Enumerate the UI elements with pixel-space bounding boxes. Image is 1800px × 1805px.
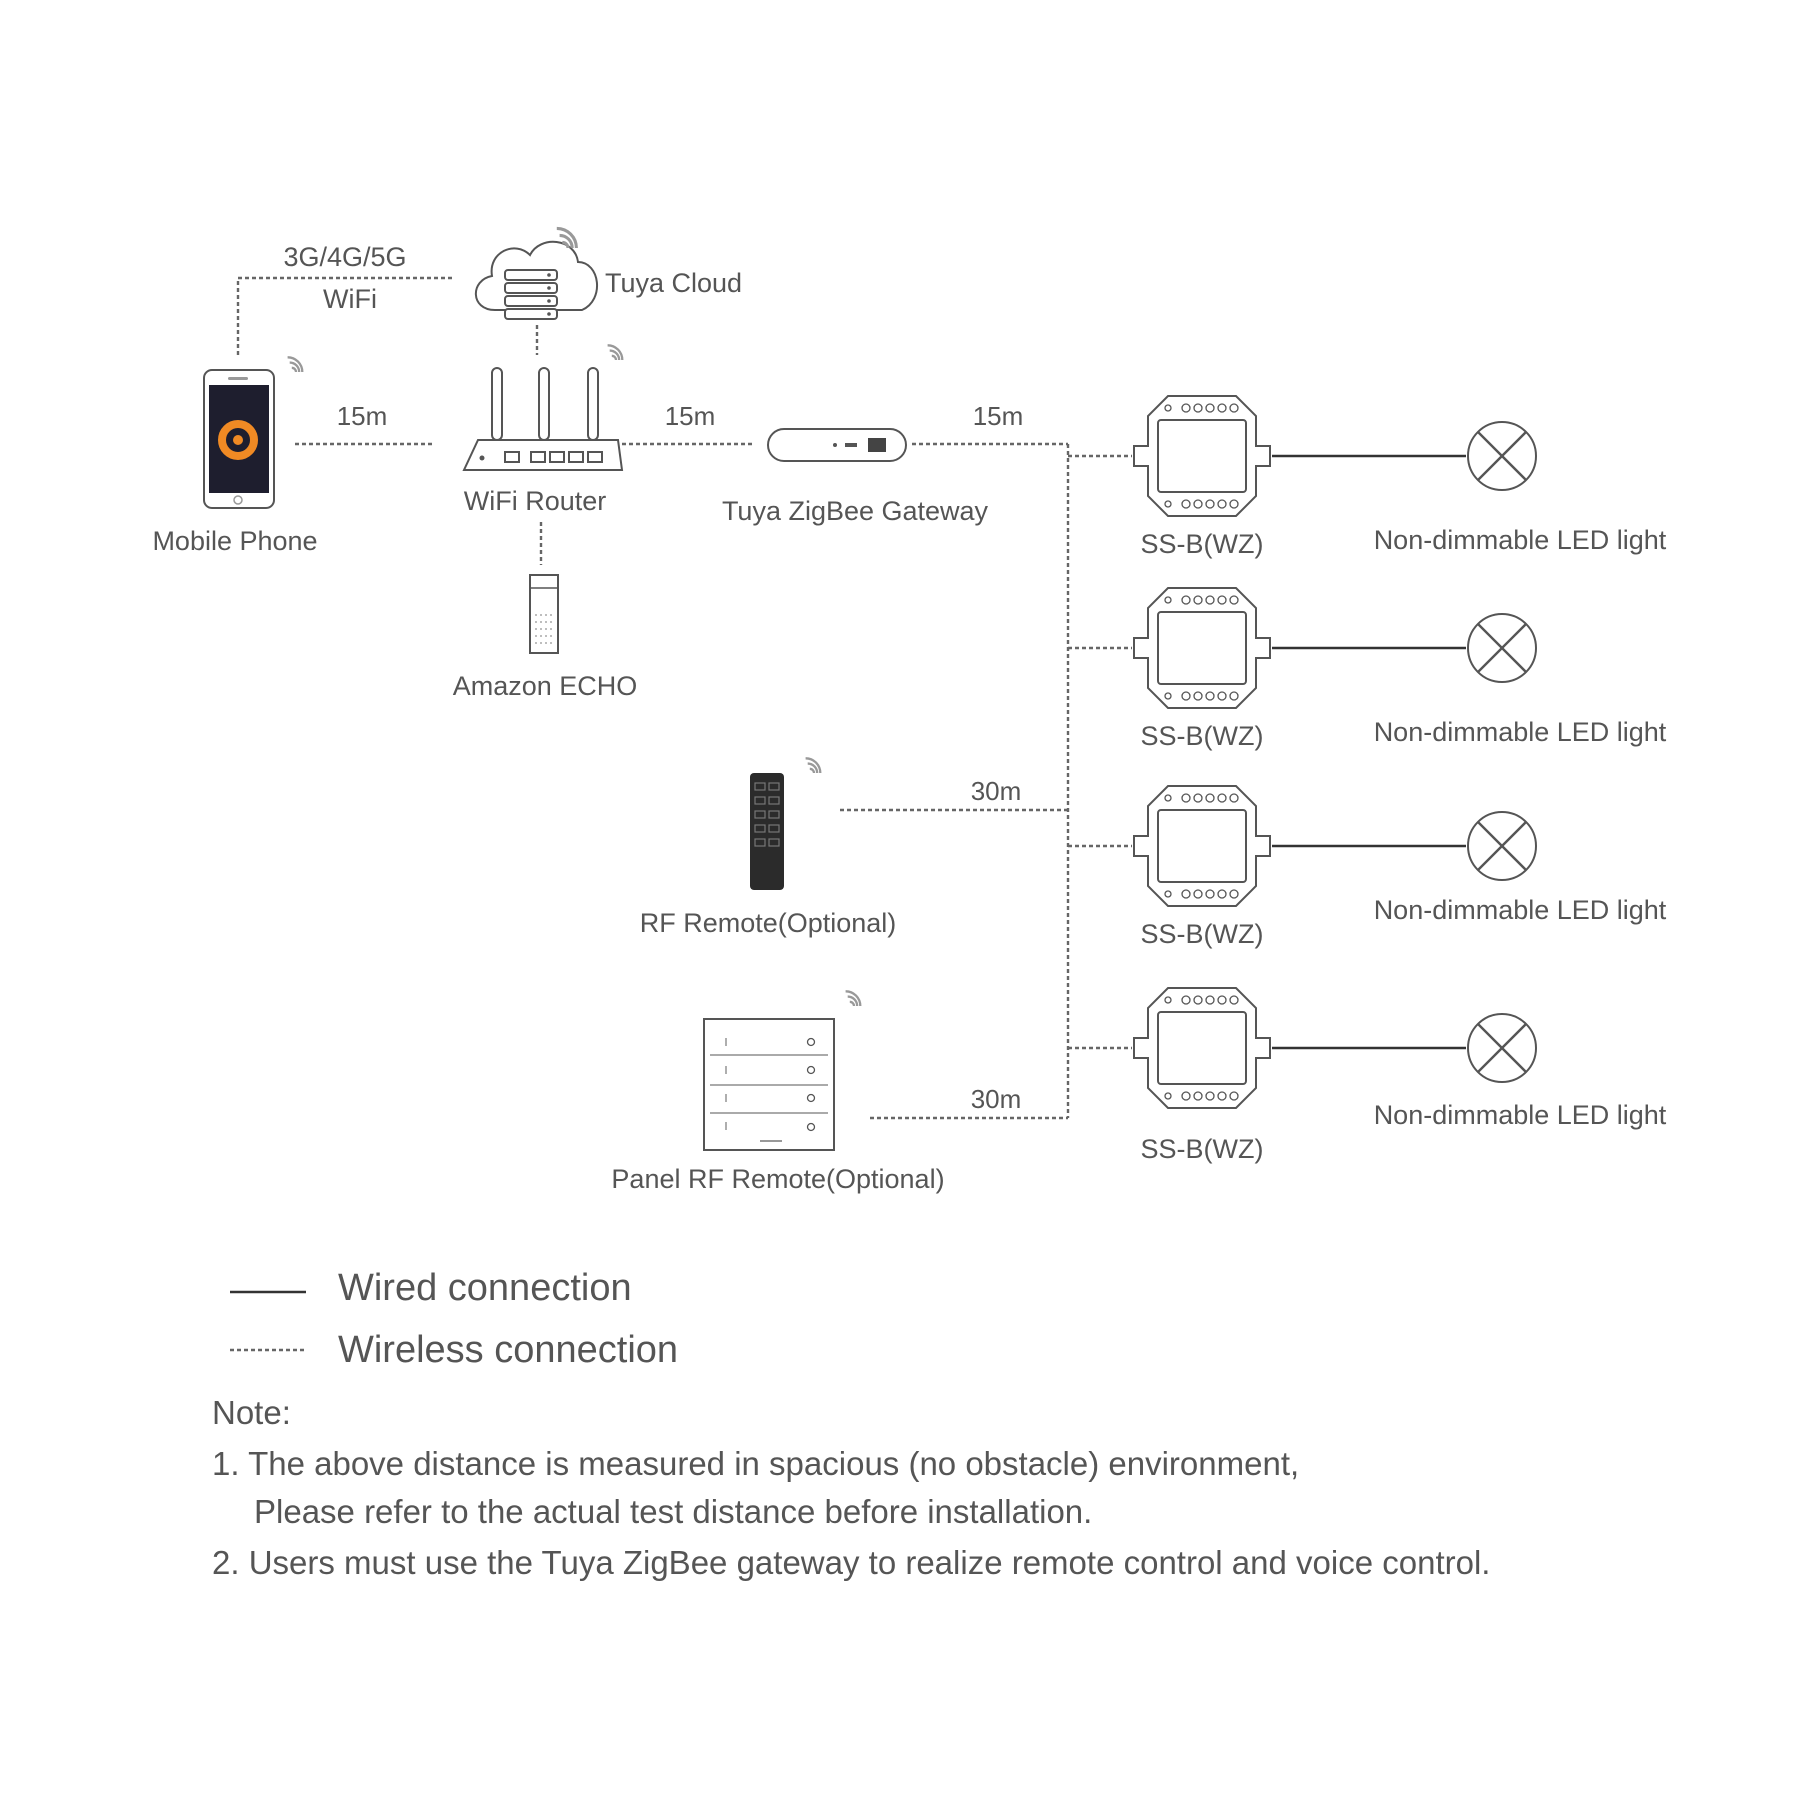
notes: Note: 1. The above distance is measured … (212, 1394, 1490, 1581)
panel-rf-remote: Panel RF Remote(Optional) (611, 990, 945, 1194)
module-label: SS-B(WZ) (1141, 721, 1264, 751)
zigbee-gateway: Tuya ZigBee Gateway (722, 428, 989, 526)
phone-label: Mobile Phone (152, 526, 317, 556)
phone-signal-icon (287, 356, 304, 373)
distance-phone-router: 15m (337, 401, 388, 431)
cloud-label: Tuya Cloud (605, 268, 742, 298)
led-light-icon (1467, 1013, 1537, 1083)
router-signal-icon (607, 344, 624, 361)
legend-wireless-label: Wireless connection (338, 1329, 678, 1371)
controller-module-icon (1133, 785, 1271, 907)
connection-lines (236, 276, 1466, 1120)
led-light-icon (1467, 613, 1537, 683)
gateway-label: Tuya ZigBee Gateway (722, 496, 989, 526)
controller-module-icon (1133, 587, 1271, 709)
rf-remote-signal-icon (805, 757, 822, 774)
rf-remote: RF Remote(Optional) (640, 757, 897, 938)
server-stack-icon (504, 269, 558, 320)
module-label: SS-B(WZ) (1141, 919, 1264, 949)
phone-dial-icon (218, 420, 258, 460)
led-light-icon (1467, 811, 1537, 881)
cloud-signal-icon (556, 226, 578, 249)
echo-speaker-icon (529, 574, 559, 654)
uplink-label-2: WiFi (323, 284, 377, 314)
panel-remote-label: Panel RF Remote(Optional) (611, 1164, 944, 1194)
light-label: Non-dimmable LED light (1374, 895, 1667, 925)
amazon-echo: Amazon ECHO (453, 574, 638, 701)
device-row-4: SS-B(WZ) Non-dimmable LED light (1133, 987, 1667, 1164)
module-label: SS-B(WZ) (1141, 1134, 1264, 1164)
distance-panel-remote: 30m (971, 1084, 1022, 1114)
light-label: Non-dimmable LED light (1374, 1100, 1667, 1130)
controller-module-icon (1133, 395, 1271, 517)
device-row-3: SS-B(WZ) Non-dimmable LED light (1133, 785, 1667, 949)
echo-label: Amazon ECHO (453, 671, 638, 701)
legend-wired-label: Wired connection (338, 1267, 632, 1309)
note-item-1-line-1: 1. The above distance is measured in spa… (212, 1445, 1299, 1482)
device-row-1: SS-B(WZ) Non-dimmable LED light (1133, 395, 1667, 559)
tuya-cloud: Tuya Cloud (474, 226, 742, 320)
note-item-1-line-2: Please refer to the actual test distance… (254, 1493, 1092, 1530)
wifi-router: WiFi Router (462, 344, 624, 516)
module-label: SS-B(WZ) (1141, 529, 1264, 559)
router-antenna-icon (491, 367, 503, 441)
mobile-phone: Mobile Phone (152, 356, 318, 556)
distance-router-gateway: 15m (665, 401, 716, 431)
router-label: WiFi Router (464, 486, 607, 516)
uplink-line (236, 276, 455, 355)
uplink-label-1: 3G/4G/5G (283, 242, 406, 272)
device-row-2: SS-B(WZ) Non-dimmable LED light (1133, 587, 1667, 751)
legend: Wired connection Wireless connection (230, 1267, 678, 1371)
rf-remote-icon (750, 773, 784, 890)
led-light-icon (1467, 421, 1537, 491)
light-label: Non-dimmable LED light (1374, 717, 1667, 747)
note-heading: Note: (212, 1394, 291, 1431)
panel-remote-signal-icon (845, 990, 862, 1007)
distance-rf-remote: 30m (971, 776, 1022, 806)
light-label: Non-dimmable LED light (1374, 525, 1667, 555)
controller-module-icon (1133, 987, 1271, 1109)
rf-remote-label: RF Remote(Optional) (640, 908, 897, 938)
distance-gateway-devices: 15m (973, 401, 1024, 431)
note-item-2: 2. Users must use the Tuya ZigBee gatewa… (212, 1544, 1490, 1581)
